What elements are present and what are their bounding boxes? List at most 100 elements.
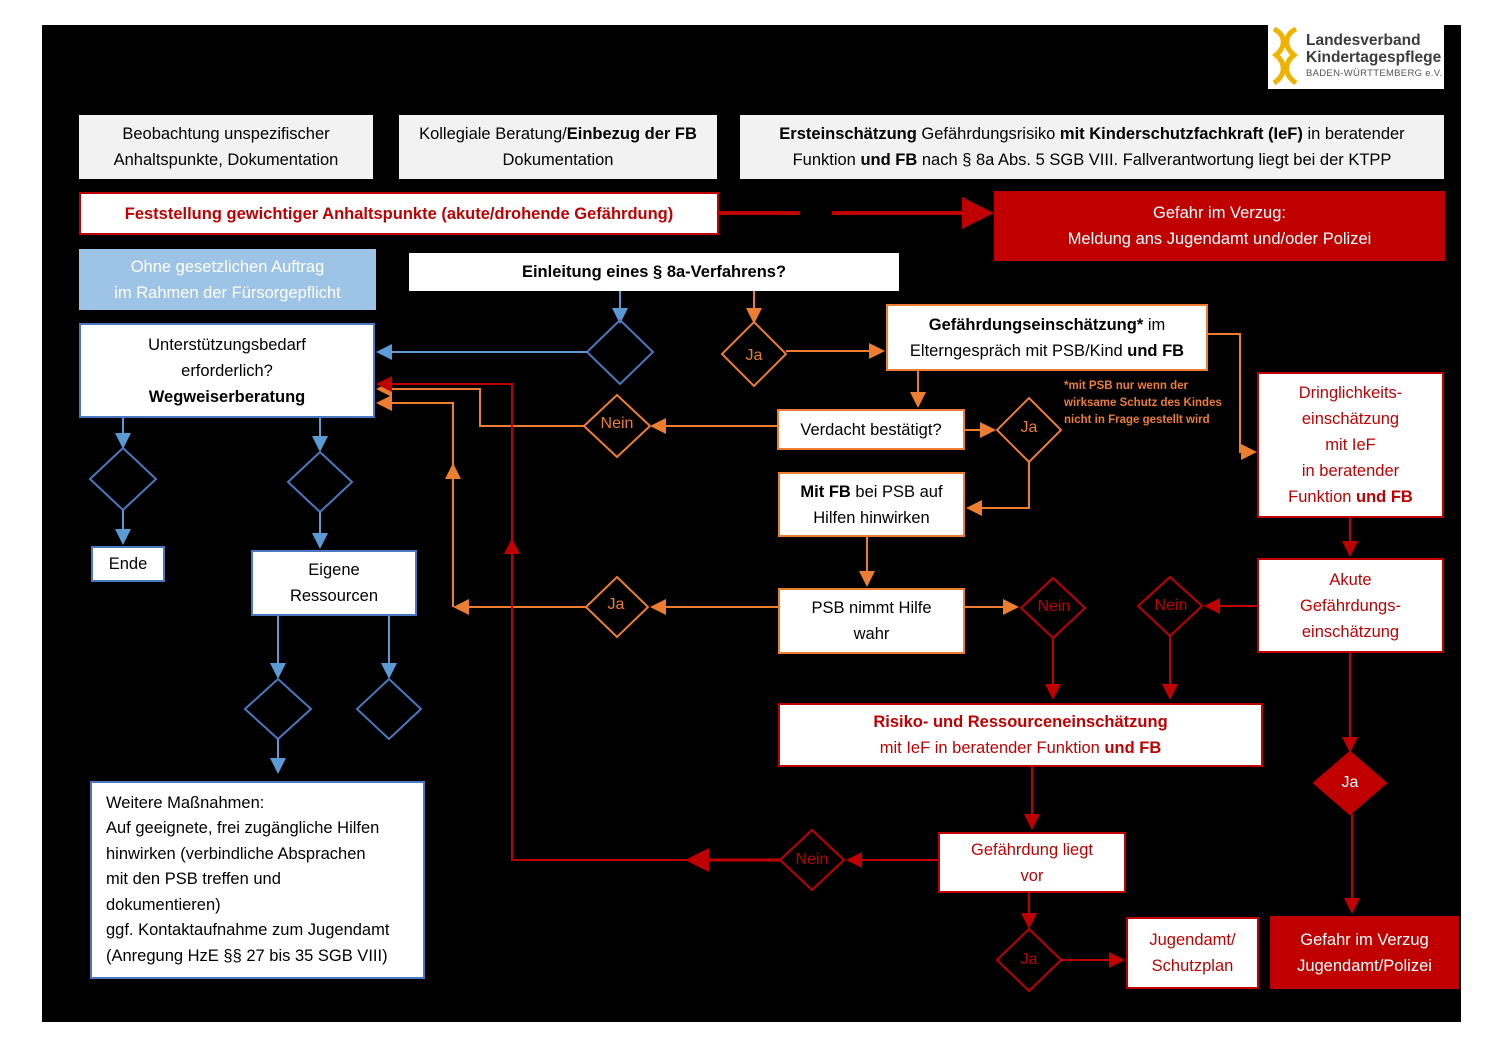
decision-ja-red bbox=[1312, 750, 1388, 816]
box-einleitung: Einleitung eines § 8a-Verfahrens? bbox=[409, 253, 899, 291]
weitere-line3: hinwirken (verbindliche Absprachen bbox=[106, 844, 366, 863]
beobachtung-line2: Anhaltspunkte, Dokumentation bbox=[113, 151, 339, 169]
note-line1: *mit PSB nur wenn der bbox=[1064, 380, 1188, 392]
eigene-line1: Eigene bbox=[308, 561, 360, 579]
decision-ja-3 bbox=[584, 575, 650, 639]
mitfb-rest: bei PSB auf bbox=[850, 482, 943, 501]
label-nein-1: Nein bbox=[600, 415, 634, 432]
decision-diamond-blue-3 bbox=[243, 677, 313, 741]
decision-nein-1 bbox=[582, 393, 652, 459]
box-gefahr-im-verzug-bottom: Gefahr im Verzug Jugendamt/Polizei bbox=[1270, 916, 1459, 989]
dringlich-last-bold: und FB bbox=[1356, 488, 1413, 506]
decision-diamond-blue-1 bbox=[88, 446, 158, 512]
box-beobachtung: Beobachtung unspezifischer Anhaltspunkte… bbox=[79, 115, 373, 179]
kollegiale-line2: Dokumentation bbox=[502, 151, 614, 169]
akute-line2: Gefährdungs- bbox=[1300, 596, 1401, 615]
gefahr-top-line1: Gefahr im Verzug: bbox=[1153, 204, 1286, 222]
weitere-line1: Weitere Maßnahmen: bbox=[106, 793, 265, 812]
dringlich-last-pre: Funktion bbox=[1288, 488, 1357, 506]
risiko-line2-bold: und FB bbox=[1104, 739, 1162, 757]
box-jugendamt-schutzplan: Jugendamt/ Schutzplan bbox=[1126, 917, 1259, 989]
box-risiko: Risiko- und Ressourceneinschätzung mit I… bbox=[778, 703, 1263, 767]
arrow-to-unterstuetzung-2 bbox=[376, 395, 454, 465]
box-weitere-massnahmen: Weitere Maßnahmen: Auf geeignete, frei z… bbox=[90, 781, 425, 979]
unterstuetzung-line3: Wegweiserberatung bbox=[148, 387, 306, 406]
gefahr-bottom-line2: Jugendamt/Polizei bbox=[1297, 956, 1432, 975]
note-line2: wirksame Schutz des Kindes bbox=[1064, 397, 1222, 409]
box-verdacht: Verdacht bestätigt? bbox=[777, 409, 965, 450]
label-ja-3: Ja bbox=[607, 596, 625, 613]
box-dringlichkeit: Dringlichkeits- einschätzung mit IeF in … bbox=[1257, 372, 1444, 518]
weitere-line7: (Anregung HzE §§ 27 bis 35 SGB VIII) bbox=[106, 946, 388, 965]
label-nein-2: Nein bbox=[1037, 598, 1071, 615]
arrow-red-unterstuetzung bbox=[376, 376, 513, 540]
gefahr-bottom-line1: Gefahr im Verzug bbox=[1300, 930, 1429, 949]
liegt-line2: vor bbox=[1020, 866, 1044, 885]
erst-l2-bold: und FB bbox=[860, 151, 918, 169]
box-ersteinschaetzung: Ersteinschätzung Gefährdungsrisiko mit K… bbox=[740, 115, 1444, 179]
label-ja-2: Ja bbox=[1020, 419, 1038, 436]
note-line3: nicht in Frage gestellt wird bbox=[1064, 414, 1210, 426]
erst-bold-a: Ersteinschätzung bbox=[779, 125, 917, 143]
arrow-gefeinsch-dringlich bbox=[1208, 333, 1257, 460]
kollegiale-pre: Kollegiale Beratung/ bbox=[419, 125, 567, 143]
arrow-nein-unterstuetzung bbox=[376, 381, 584, 427]
einleitung-text: Einleitung eines § 8a-Verfahrens? bbox=[521, 263, 787, 281]
label-ja-red: Ja bbox=[1341, 774, 1359, 791]
decision-diamond-blue-top bbox=[585, 318, 655, 386]
akute-line3: einschätzung bbox=[1301, 622, 1400, 641]
box-gefahr-im-verzug-top: Gefahr im Verzug: Meldung ans Jugendamt … bbox=[994, 191, 1445, 261]
gefeinsch-line2-bold: und FB bbox=[1127, 341, 1185, 360]
decision-ja-5 bbox=[995, 927, 1063, 993]
weitere-line4: mit den PSB treffen und bbox=[106, 870, 281, 889]
box-eigene-ressourcen: Eigene Ressourcen bbox=[251, 550, 417, 616]
label-nein-3: Nein bbox=[1154, 597, 1188, 614]
erst-mid: Gefährdungsrisiko bbox=[916, 125, 1060, 143]
risiko-line1: Risiko- und Ressourceneinschätzung bbox=[873, 713, 1168, 731]
erst-l2-end: nach § 8a Abs. 5 SGB VIII. Fallverantwor… bbox=[917, 151, 1392, 169]
box-feststellung: Feststellung gewichtiger Anhaltspunkte (… bbox=[79, 192, 719, 235]
box-ohne-auftrag: Ohne gesetzlichen Auftrag im Rahmen der … bbox=[79, 249, 376, 310]
decision-nein-4 bbox=[778, 828, 846, 892]
akute-line1: Akute bbox=[1329, 570, 1372, 589]
eigene-line2: Ressourcen bbox=[289, 587, 379, 605]
box-mit-fb: Mit FB bei PSB auf Hilfen hinwirken bbox=[778, 472, 965, 537]
unterstuetzung-line1: Unterstützungsbedarf bbox=[148, 335, 306, 354]
erst-bold-b: mit Kinderschutzfachkraft (IeF) bbox=[1059, 125, 1303, 143]
psb-line1: PSB nimmt Hilfe bbox=[811, 599, 932, 617]
arrow-ja-mitfb bbox=[966, 462, 1030, 516]
gefeinsch-bold: Gefährdungseinschätzung* bbox=[928, 315, 1144, 334]
gefahr-top-line2: Meldung ans Jugendamt und/oder Polizei bbox=[1067, 230, 1372, 248]
logo-line2: Kindertagespflege bbox=[1306, 49, 1442, 66]
weitere-line5: dokumentieren) bbox=[106, 895, 221, 914]
label-ja-5: Ja bbox=[1020, 951, 1038, 968]
box-akute-gefaehrdung: Akute Gefährdungs- einschätzung bbox=[1257, 558, 1444, 653]
logo-line3: BADEN-WÜRTTEMBERG e.V. bbox=[1306, 68, 1443, 79]
beobachtung-line1: Beobachtung unspezifischer bbox=[122, 125, 330, 143]
label-nein-4: Nein bbox=[795, 851, 829, 868]
box-psb-hilfe: PSB nimmt Hilfe wahr bbox=[778, 588, 965, 654]
decision-diamond-blue-4 bbox=[355, 677, 423, 741]
ende-text: Ende bbox=[108, 555, 148, 573]
jugendamt-line2: Schutzplan bbox=[1151, 957, 1234, 975]
box-unterstuetzungsbedarf: Unterstützungsbedarf erforderlich? Wegwe… bbox=[79, 323, 375, 418]
liegt-line1: Gefährdung liegt bbox=[970, 840, 1093, 859]
box-gefaehrdungseinschaetzung: Gefährdungseinschätzung* im Elterngesprä… bbox=[886, 304, 1208, 371]
erst-end: in beratender bbox=[1302, 125, 1405, 143]
logo: Landesverband Kindertagespflege BADEN-WÜ… bbox=[1268, 25, 1444, 89]
erst-l2-pre: Funktion bbox=[792, 151, 861, 169]
logo-mark-icon bbox=[1272, 26, 1298, 86]
gefeinsch-rest: im bbox=[1143, 315, 1166, 334]
ohne-line2: im Rahmen der Fürsorgepflicht bbox=[114, 283, 341, 302]
kollegiale-bold: Einbezug der FB bbox=[566, 125, 697, 143]
arrow-red-up bbox=[504, 538, 688, 861]
weitere-line2: Auf geeignete, frei zugängliche Hilfen bbox=[106, 819, 380, 838]
decision-ja-1 bbox=[720, 320, 788, 388]
unterstuetzung-line2: erforderlich? bbox=[181, 361, 273, 380]
mitfb-bold: Mit FB bbox=[800, 482, 851, 501]
decision-diamond-blue-2 bbox=[286, 450, 354, 514]
box-gefaehrdung-liegt-vor: Gefährdung liegt vor bbox=[938, 832, 1126, 893]
dringlich-line3: mit IeF bbox=[1325, 436, 1376, 454]
jugendamt-line1: Jugendamt/ bbox=[1149, 931, 1236, 949]
feststellung-text: Feststellung gewichtiger Anhaltspunkte (… bbox=[124, 204, 674, 223]
